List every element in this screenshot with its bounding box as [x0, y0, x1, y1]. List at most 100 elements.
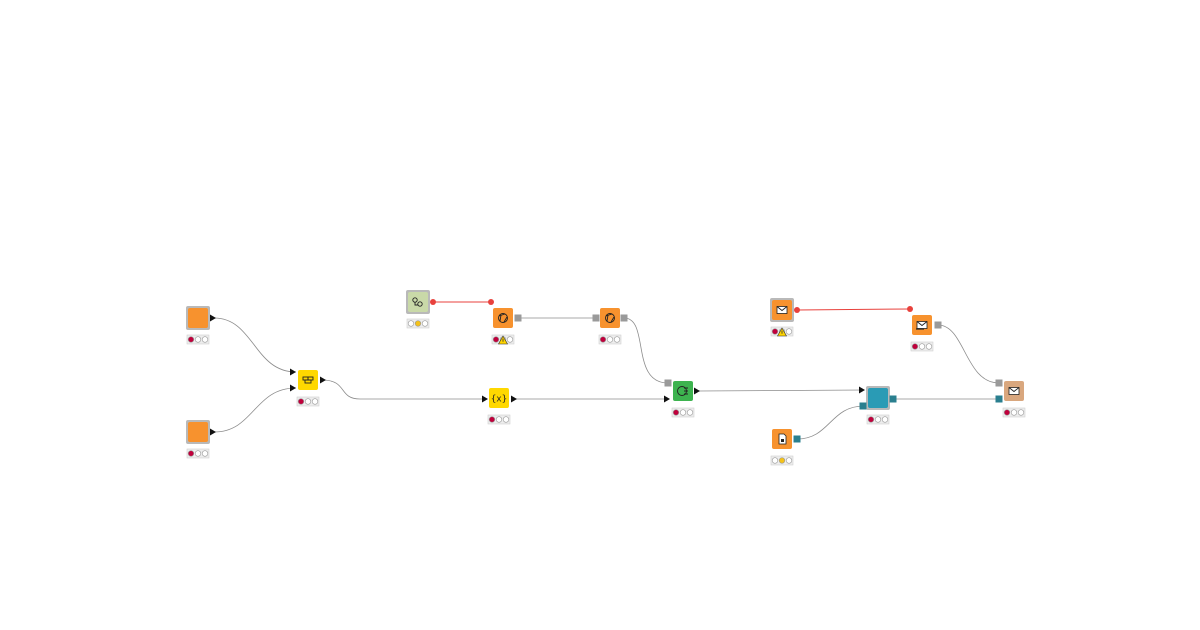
table-port[interactable] — [859, 386, 865, 394]
node-model-reader[interactable] — [770, 429, 794, 466]
status-light — [297, 398, 305, 405]
status-light — [613, 336, 621, 343]
status-light — [1010, 409, 1018, 416]
node-rest-1[interactable] — [491, 308, 515, 345]
node-body[interactable] — [673, 381, 693, 401]
table-port[interactable] — [482, 395, 488, 403]
table-port[interactable] — [664, 395, 670, 403]
variable-port[interactable] — [794, 307, 800, 313]
status-light — [1003, 409, 1011, 416]
data-connection[interactable] — [213, 387, 297, 433]
node-flow-variable[interactable] — [406, 290, 430, 329]
node-status — [866, 414, 890, 425]
node-body[interactable] — [489, 388, 509, 408]
node-source-2[interactable] — [186, 420, 210, 459]
node-rest-2[interactable] — [598, 308, 622, 345]
predictor-icon — [870, 390, 886, 406]
status-light — [502, 416, 510, 423]
flow-variable-icon — [412, 297, 423, 307]
status-light — [311, 398, 319, 405]
node-status — [296, 396, 320, 407]
status-light — [492, 336, 500, 343]
node-math-formula[interactable]: {x} — [487, 388, 511, 425]
status-light — [414, 320, 422, 327]
node-joiner[interactable] — [296, 370, 320, 407]
email-reader-icon — [916, 321, 928, 330]
node-status — [406, 318, 430, 329]
node-send-email[interactable] — [1002, 381, 1026, 418]
status-light — [187, 450, 195, 457]
node-email-reader[interactable] — [910, 315, 934, 352]
table-port[interactable] — [210, 314, 216, 322]
node-status — [487, 414, 511, 425]
status-light — [304, 398, 312, 405]
status-light — [881, 416, 889, 423]
data-connection[interactable] — [321, 379, 487, 400]
send-email-icon — [1008, 387, 1020, 395]
status-light — [201, 336, 209, 343]
status-light — [194, 336, 202, 343]
model-port[interactable] — [889, 395, 897, 403]
status-light — [778, 457, 786, 464]
model-port[interactable] — [859, 402, 867, 410]
node-body[interactable] — [188, 422, 208, 442]
data-connection[interactable] — [698, 389, 865, 392]
variable-port[interactable] — [430, 299, 436, 305]
node-body[interactable] — [188, 308, 208, 328]
node-body[interactable] — [493, 308, 513, 328]
node-status — [671, 407, 695, 418]
formula-icon: {x} — [491, 395, 507, 405]
status-light — [187, 336, 195, 343]
node-status — [910, 341, 934, 352]
model-port[interactable] — [995, 395, 1003, 403]
model-port[interactable] — [620, 314, 628, 322]
status-light — [606, 336, 614, 343]
table-port[interactable] — [511, 395, 517, 403]
status-light — [407, 320, 415, 327]
model-port[interactable] — [592, 314, 600, 322]
node-body[interactable] — [408, 292, 428, 312]
status-light — [918, 343, 926, 350]
table-port[interactable] — [290, 368, 296, 376]
node-source-1[interactable] — [186, 306, 210, 345]
ports — [210, 314, 1003, 443]
status-light — [679, 409, 687, 416]
status-light — [194, 450, 202, 457]
joiner-icon — [302, 376, 314, 384]
table-port[interactable] — [290, 384, 296, 392]
email-icon — [776, 306, 788, 314]
node-predictor[interactable] — [866, 386, 890, 425]
variable-port[interactable] — [907, 306, 913, 312]
node-learner[interactable] — [671, 381, 695, 418]
table-port[interactable] — [694, 387, 700, 395]
data-connection[interactable] — [937, 324, 1000, 384]
variable-connection[interactable] — [796, 308, 911, 311]
node-email-component[interactable] — [770, 298, 794, 337]
status-light — [771, 457, 779, 464]
table-port[interactable] — [320, 376, 326, 384]
status-light — [911, 343, 919, 350]
model-port[interactable] — [995, 379, 1003, 387]
model-port[interactable] — [514, 314, 522, 322]
model-port[interactable] — [793, 435, 801, 443]
model-port[interactable] — [664, 379, 672, 387]
node-body[interactable] — [600, 308, 620, 328]
file-icon — [778, 433, 787, 445]
variable-port[interactable] — [488, 299, 494, 305]
status-light — [785, 457, 793, 464]
data-connection[interactable] — [213, 317, 297, 373]
nodes: {x} — [186, 290, 1026, 466]
table-port[interactable] — [210, 428, 216, 436]
status-light — [599, 336, 607, 343]
status-light — [488, 416, 496, 423]
status-light — [867, 416, 875, 423]
aperture-icon — [605, 313, 615, 323]
data-connection[interactable] — [623, 317, 669, 384]
model-port[interactable] — [934, 321, 942, 329]
status-light — [925, 343, 933, 350]
data-connection[interactable] — [796, 405, 865, 440]
status-light — [785, 328, 793, 335]
node-status — [770, 455, 794, 466]
status-light — [201, 450, 209, 457]
